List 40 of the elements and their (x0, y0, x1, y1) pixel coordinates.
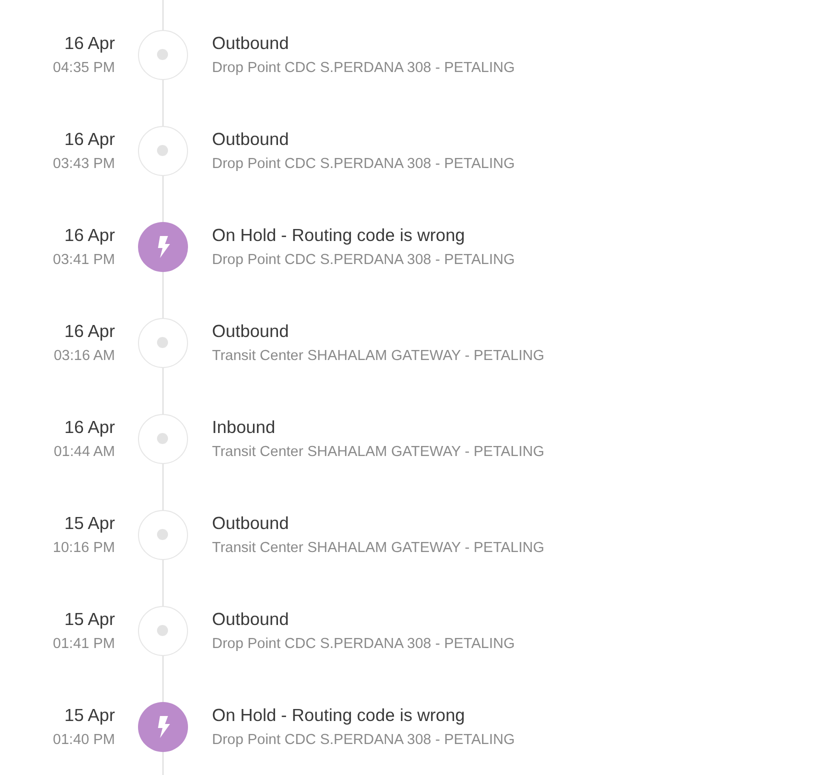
location-text: Transit Center SHAHALAM GATEWAY - PETALING (212, 443, 544, 462)
location-text: Drop Point CDC S.PERDANA 308 - PETALING (212, 731, 515, 750)
status-title: Outbound (212, 321, 289, 341)
date-text: 16 Apr (64, 321, 115, 341)
time-text: 10:16 PM (52, 539, 115, 558)
date-text: 15 Apr (64, 609, 115, 629)
timeline-node (138, 126, 188, 176)
status-title: Outbound (212, 609, 289, 629)
date-text: 15 Apr (64, 705, 115, 725)
status-title: Outbound (212, 129, 289, 149)
time-text: 03:16 AM (54, 347, 115, 366)
status-title: Inbound (212, 417, 276, 437)
date-text: 15 Apr (64, 513, 115, 533)
time-text: 01:40 PM (52, 731, 115, 750)
location-text: Drop Point CDC S.PERDANA 308 - PETALING (212, 59, 515, 78)
location-text: Transit Center SHAHALAM GATEWAY - PETALING (212, 539, 544, 558)
date-text: 16 Apr (64, 225, 115, 245)
time-text: 01:44 AM (54, 443, 115, 462)
location-text: Drop Point CDC S.PERDANA 308 - PETALING (212, 155, 515, 174)
time-text: 04:35 PM (52, 59, 115, 78)
location-text: Drop Point CDC S.PERDANA 308 - PETALING (212, 635, 515, 654)
date-text: 16 Apr (64, 129, 115, 149)
timeline-node (138, 414, 188, 464)
status-title: Outbound (212, 33, 289, 53)
date-text: 16 Apr (64, 417, 115, 437)
time-text: 03:43 PM (52, 155, 115, 174)
alert-node (138, 222, 188, 272)
timeline-node (138, 510, 188, 560)
timeline-node (138, 30, 188, 80)
timeline-node (138, 318, 188, 368)
time-text: 01:41 PM (52, 635, 115, 654)
time-text: 03:41 PM (52, 251, 115, 270)
date-text: 16 Apr (64, 33, 115, 53)
timeline-node (138, 606, 188, 656)
alert-node (138, 702, 188, 752)
status-title: On Hold - Routing code is wrong (212, 705, 465, 725)
status-title: Outbound (212, 513, 289, 533)
location-text: Drop Point CDC S.PERDANA 308 - PETALING (212, 251, 515, 270)
status-title: On Hold - Routing code is wrong (212, 225, 465, 245)
location-text: Transit Center SHAHALAM GATEWAY - PETALING (212, 347, 544, 366)
